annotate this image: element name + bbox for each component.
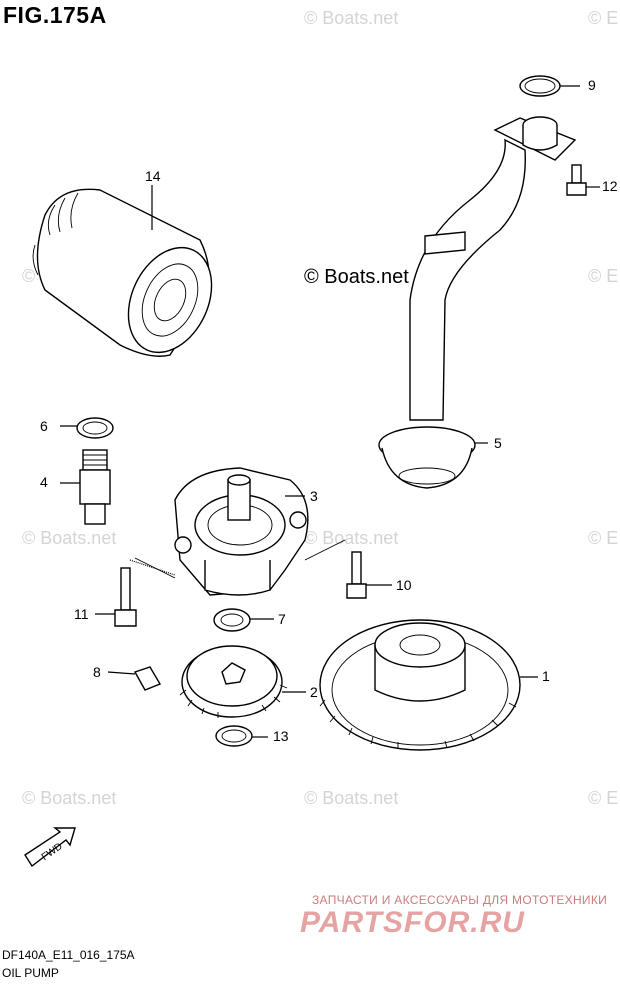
callout-7: 7 xyxy=(278,611,286,627)
callout-5: 5 xyxy=(494,435,502,451)
ring-6[interactable] xyxy=(76,417,114,439)
fitting-4[interactable] xyxy=(79,449,111,525)
callout-2: 2 xyxy=(310,684,318,700)
watermark: © Boats.net xyxy=(22,788,117,808)
figure-title: FIG.175A xyxy=(3,2,107,28)
bolt-11[interactable] xyxy=(114,567,137,627)
bolt-12[interactable] xyxy=(566,164,587,196)
circlip-13[interactable] xyxy=(215,725,253,747)
fwd-arrow-icon xyxy=(24,827,76,868)
callout-13: 13 xyxy=(273,728,289,744)
figure-code: DF140A_E11_016_175A xyxy=(2,948,135,962)
callout-1: 1 xyxy=(542,668,550,684)
watermark: © E xyxy=(588,788,619,808)
center-watermark: © Boats.net xyxy=(304,266,409,288)
ad-logo: PARTSFOR.RU xyxy=(300,906,525,939)
ring-7[interactable] xyxy=(213,608,251,632)
gear-1[interactable] xyxy=(319,619,521,751)
ad-tagline: ЗАПЧАСТИ И АКСЕССУАРЫ ДЛЯ МОТОТЕХНИКИ xyxy=(312,893,608,907)
callout-9: 9 xyxy=(588,77,596,93)
callout-4: 4 xyxy=(40,474,48,490)
callout-11: 11 xyxy=(74,606,89,622)
watermark: © E xyxy=(588,528,619,548)
callout-8: 8 xyxy=(93,664,101,680)
bolt-10[interactable] xyxy=(346,551,367,599)
watermark: © E xyxy=(588,8,619,28)
callout-10: 10 xyxy=(396,577,412,593)
pump-housing-3[interactable] xyxy=(174,467,309,596)
callout-3: 3 xyxy=(310,488,318,504)
oil-strainer-5[interactable] xyxy=(378,116,577,489)
oil-filter-14[interactable] xyxy=(32,188,228,366)
watermark: © Boats.net xyxy=(304,528,399,548)
ring-9[interactable] xyxy=(519,75,561,97)
callout-12: 12 xyxy=(602,178,618,194)
callout-14: 14 xyxy=(145,168,161,184)
pin-8[interactable] xyxy=(133,666,162,691)
figure-name: OIL PUMP xyxy=(2,966,59,980)
rotor-2[interactable] xyxy=(179,645,288,718)
watermark: © Boats.net xyxy=(304,788,399,808)
watermark: © Boats.net xyxy=(304,8,399,28)
callout-6: 6 xyxy=(40,418,48,434)
watermark: © Boats.net xyxy=(22,528,117,548)
watermark: © E xyxy=(588,266,619,286)
